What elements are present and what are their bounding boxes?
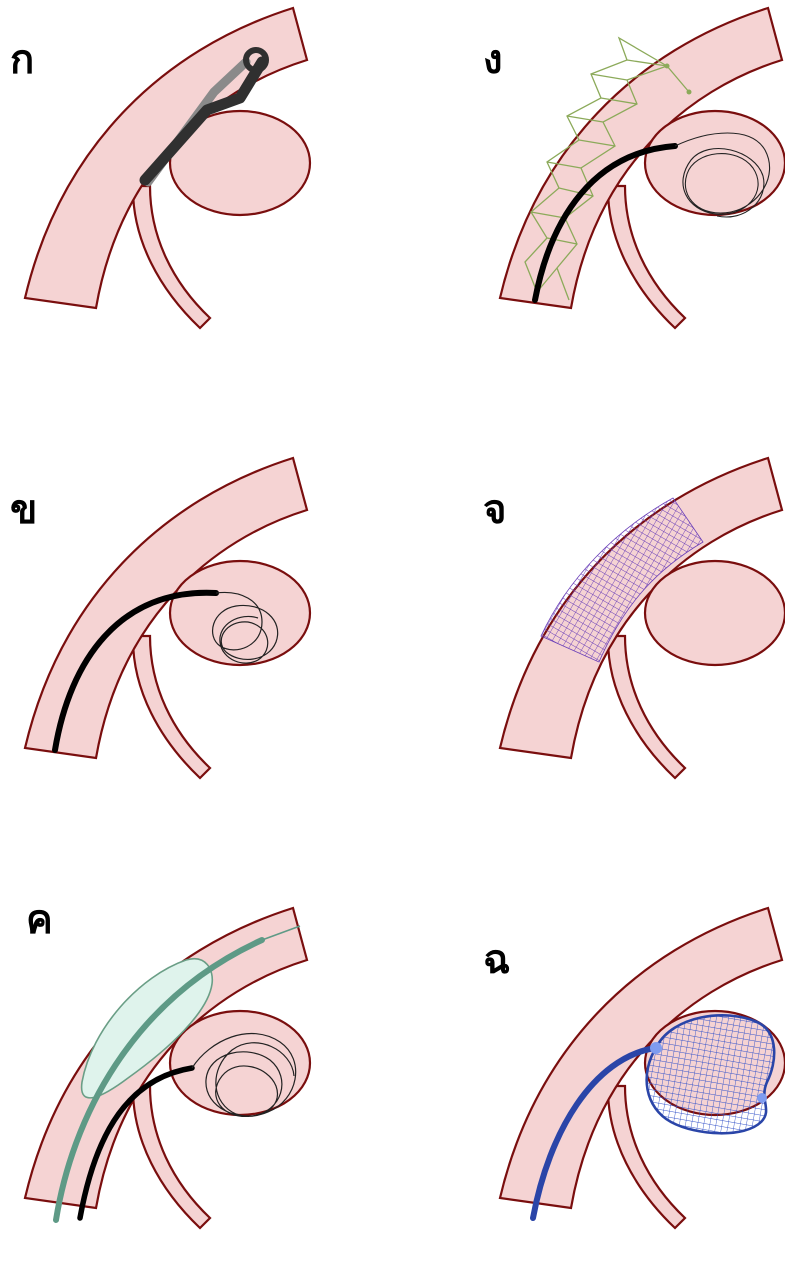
stent-marker-icon [687, 90, 692, 95]
side-branch [133, 1086, 210, 1228]
panel-clip: ก [0, 0, 320, 380]
panel-stent-assisted-coiling: ง [475, 0, 785, 380]
panel-label: ง [483, 40, 503, 80]
panel-label: ก [10, 40, 34, 80]
side-branch [133, 186, 210, 328]
panel-label: ข [10, 490, 37, 530]
panel-label: ฉ [483, 940, 510, 980]
coil-illustration [0, 450, 320, 830]
side-branch [608, 636, 685, 778]
flow-diverter-illustration [475, 450, 785, 830]
panel-label: ค [26, 900, 53, 940]
distal-marker-icon [757, 1093, 767, 1103]
intrasaccular-mesh [647, 1015, 775, 1133]
balloon-illustration [0, 900, 320, 1225]
panel-intrasaccular-device: ฉ [475, 900, 785, 1280]
stent-marker-icon [665, 64, 670, 69]
aneurysm [645, 561, 785, 665]
aneurysm [170, 1011, 310, 1115]
clip-illustration [0, 0, 320, 380]
side-branch [608, 186, 685, 328]
detachment-marker-icon [650, 1042, 662, 1054]
panel-coil: ข [0, 450, 320, 830]
intrasaccular-illustration [475, 900, 785, 1225]
panel-balloon-assisted-coiling: ค [0, 900, 320, 1280]
panel-flow-diverter: จ [475, 450, 785, 830]
side-branch [133, 636, 210, 778]
aneurysm [645, 111, 785, 215]
panel-label: จ [483, 490, 506, 530]
stent-illustration [475, 0, 785, 380]
